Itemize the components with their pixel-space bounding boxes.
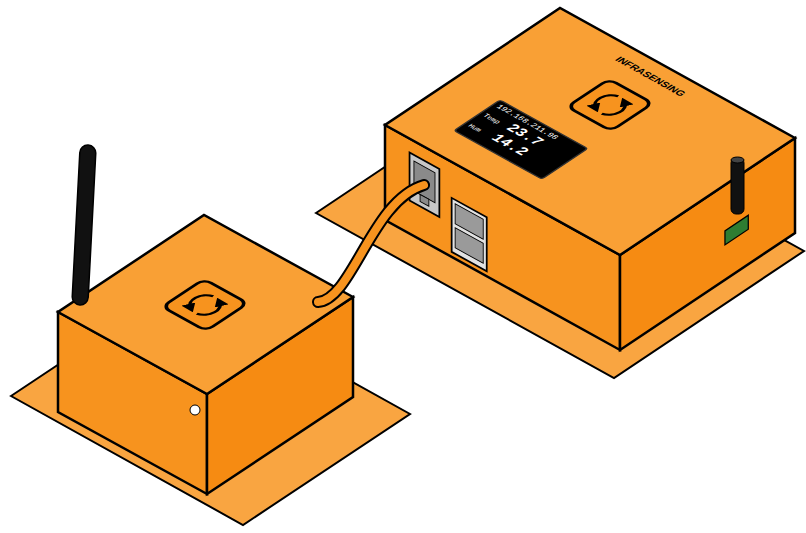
cable (318, 185, 424, 302)
reading-name: Temp (481, 113, 502, 125)
sensor-top-face (58, 215, 353, 394)
logo (162, 279, 248, 331)
ports (410, 153, 487, 272)
cable-outline (318, 185, 424, 302)
status-led (190, 405, 200, 415)
reading-name: Hum (466, 123, 483, 133)
base-top-face (385, 8, 795, 255)
oled-display (454, 100, 588, 179)
rotary-knob (725, 157, 748, 245)
antenna (72, 145, 96, 306)
logo (567, 79, 653, 131)
